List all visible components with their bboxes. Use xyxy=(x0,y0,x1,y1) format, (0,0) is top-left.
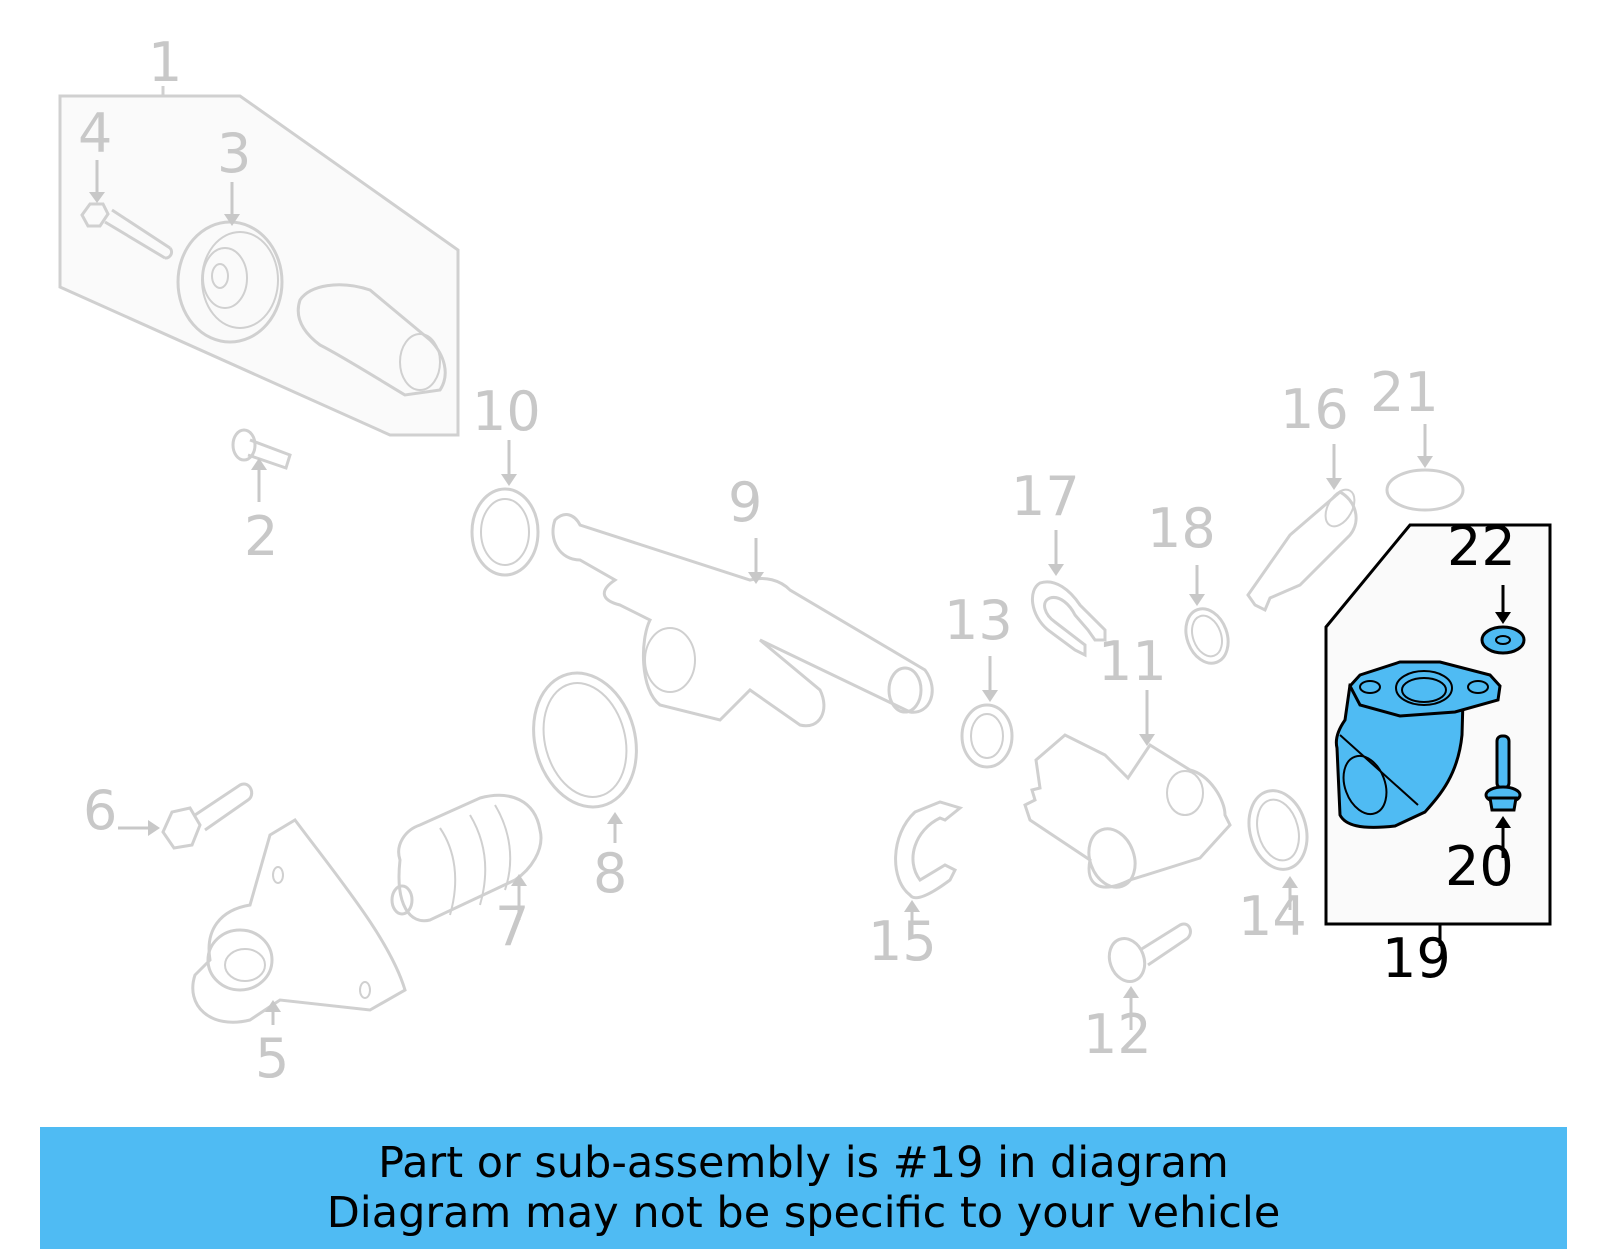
part-13-o-ring[interactable] xyxy=(960,703,1014,769)
part-5-housing[interactable] xyxy=(191,818,407,1024)
part-9-water-pipe[interactable] xyxy=(551,513,934,728)
tensioner-body[interactable] xyxy=(296,283,447,397)
callout-label-1[interactable]: 1 xyxy=(148,31,183,94)
part-11-outlet-housing[interactable] xyxy=(1023,733,1232,894)
banner-line-2: Diagram may not be specific to your vehi… xyxy=(326,1188,1281,1238)
callout-label-19[interactable]: 19 xyxy=(1382,927,1451,990)
callout-label-5[interactable]: 5 xyxy=(255,1027,290,1090)
part-12-bolt[interactable] xyxy=(1104,922,1192,986)
part-4-bolt[interactable] xyxy=(80,202,173,260)
callout-label-4[interactable]: 4 xyxy=(78,102,113,165)
callout-label-6[interactable]: 6 xyxy=(83,779,118,842)
banner-line-1: Part or sub-assembly is #19 in diagram xyxy=(378,1138,1229,1188)
callout-label-14[interactable]: 14 xyxy=(1238,885,1307,948)
part-7-thermostat[interactable] xyxy=(390,793,543,923)
callout-label-7[interactable]: 7 xyxy=(495,895,530,958)
callout-label-16[interactable]: 16 xyxy=(1280,378,1349,441)
callout-label-13[interactable]: 13 xyxy=(944,589,1013,652)
callout-label-12[interactable]: 12 xyxy=(1083,1003,1152,1066)
assembly-19-group[interactable] xyxy=(1324,523,1552,946)
callout-label-15[interactable]: 15 xyxy=(868,910,937,973)
part-14-o-ring[interactable] xyxy=(1241,784,1316,876)
info-banner: Part or sub-assembly is #19 in diagram D… xyxy=(40,1127,1567,1249)
part-15-clip[interactable] xyxy=(894,800,964,900)
part-6-bolt[interactable] xyxy=(161,782,254,850)
callout-label-3[interactable]: 3 xyxy=(217,122,252,185)
callout-label-11[interactable]: 11 xyxy=(1098,630,1167,693)
part-21-o-ring[interactable] xyxy=(1385,468,1465,512)
part-16-sensor[interactable] xyxy=(1246,485,1360,613)
part-8-gasket[interactable] xyxy=(519,661,651,818)
part-17-clip[interactable] xyxy=(1031,580,1107,658)
callout-label-2[interactable]: 2 xyxy=(244,505,279,568)
part-2-bolt[interactable] xyxy=(231,428,292,470)
part-18-o-ring[interactable] xyxy=(1179,603,1236,669)
part-22-washer[interactable] xyxy=(1480,625,1526,655)
part-20-bolt[interactable] xyxy=(1484,734,1522,812)
callout-label-22[interactable]: 22 xyxy=(1447,515,1516,578)
callout-label-20[interactable]: 20 xyxy=(1445,835,1514,898)
callout-label-21[interactable]: 21 xyxy=(1370,361,1439,424)
callout-label-10[interactable]: 10 xyxy=(472,380,541,443)
part-19-water-outlet[interactable] xyxy=(1334,660,1502,829)
callout-label-9[interactable]: 9 xyxy=(728,471,763,534)
callout-label-17[interactable]: 17 xyxy=(1011,465,1080,528)
callout-label-18[interactable]: 18 xyxy=(1147,497,1216,560)
assembly-1-group xyxy=(58,86,460,437)
part-10-gasket[interactable] xyxy=(470,487,540,577)
callout-label-8[interactable]: 8 xyxy=(593,842,628,905)
